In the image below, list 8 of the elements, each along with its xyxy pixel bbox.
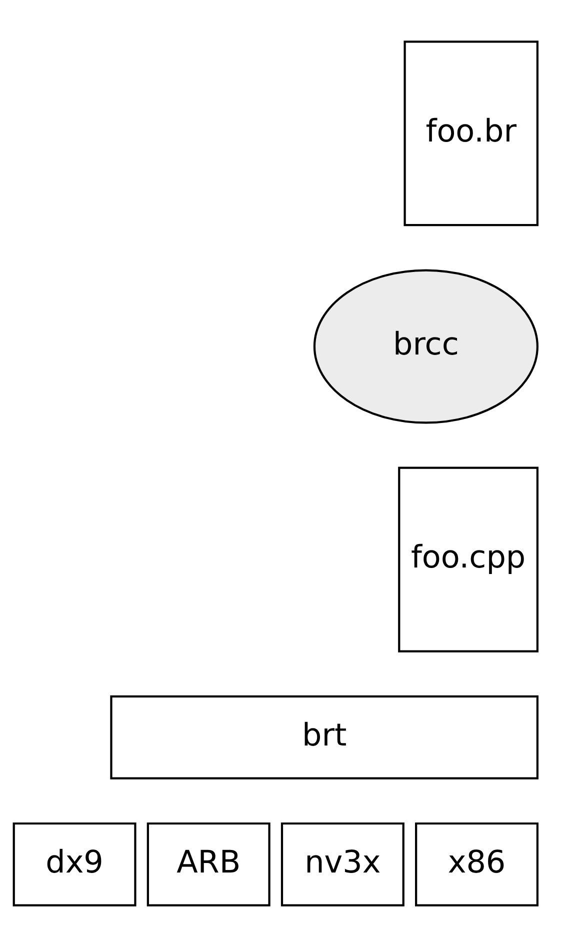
- node-box: x86: [415, 822, 538, 906]
- node-box: nv3x: [280, 822, 404, 906]
- node-box: brt: [110, 695, 538, 780]
- node-ellipse: brcc: [313, 269, 538, 424]
- node-box: foo.cpp: [398, 466, 538, 652]
- node-box: ARB: [146, 822, 270, 906]
- node-box: dx9: [12, 822, 136, 906]
- node-box: foo.br: [404, 40, 538, 226]
